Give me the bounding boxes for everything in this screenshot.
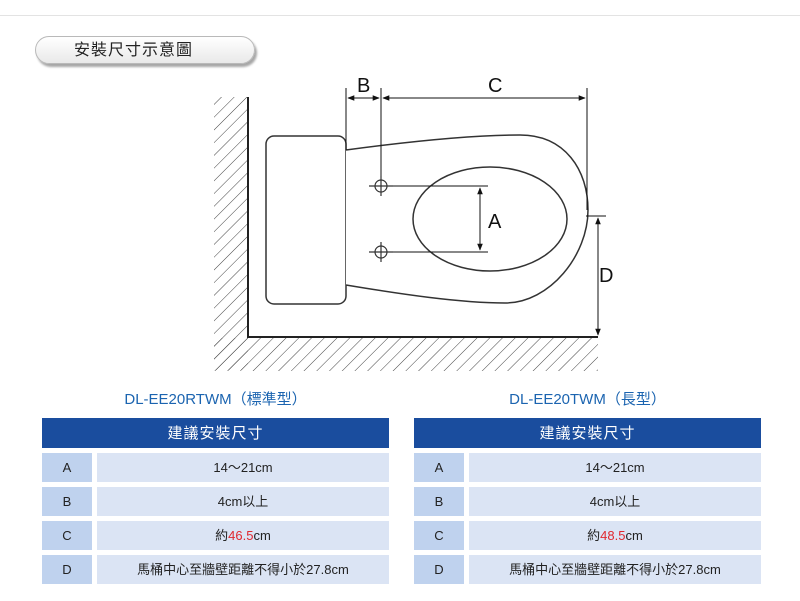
dimension-label-d: D [599,265,613,287]
dimension-label-c: C [488,75,502,97]
section-title: 安裝尺寸示意圖 [74,40,194,59]
row-value: 馬桶中心至牆壁距離不得小於27.8cm [469,555,761,584]
table-row: C 約46.5cm [42,521,389,550]
top-divider [0,15,800,16]
mounting-holes [369,176,393,262]
row-value: 約46.5cm [97,521,389,550]
dimension-lines [345,88,606,336]
value-highlight: 48.5 [600,528,626,543]
table-row: D 馬桶中心至牆壁距離不得小於27.8cm [414,555,761,584]
wall-hatching [214,97,598,371]
row-value: 14～21cm [97,453,389,482]
table-row: B 4cm以上 [42,487,389,516]
toilet-tank [265,135,347,305]
spec-table-long: 建議安裝尺寸 A 14～21cm B 4cm以上 C 約48.5cm D 馬桶中… [414,418,761,584]
table-row: D 馬桶中心至牆壁距離不得小於27.8cm [42,555,389,584]
model-title-standard: DL-EE20RTWM（標準型） [124,391,307,408]
table-row: A 14～21cm [414,453,761,482]
row-key: A [42,453,92,482]
section-title-badge: 安裝尺寸示意圖 [35,36,255,64]
row-key: B [42,487,92,516]
value-unit: cm [253,528,271,543]
dimension-label-b: B [357,75,370,97]
spec-table-standard: 建議安裝尺寸 A 14～21cm B 4cm以上 C 約46.5cm D 馬桶中… [42,418,389,584]
row-key: D [414,555,464,584]
value-prefix: 約 [587,528,601,543]
row-value: 4cm以上 [97,487,389,516]
row-value: 4cm以上 [469,487,761,516]
dimension-label-a: A [488,211,502,233]
row-key: C [414,521,464,550]
value-unit: cm [625,528,643,543]
value-prefix: 約 [215,528,229,543]
model-title-long: DL-EE20TWM（長型） [509,391,666,408]
row-key: D [42,555,92,584]
table-header: 建議安裝尺寸 [42,418,389,448]
table-row: B 4cm以上 [414,487,761,516]
row-key: B [414,487,464,516]
table-header: 建議安裝尺寸 [414,418,761,448]
row-key: A [414,453,464,482]
row-key: C [42,521,92,550]
bowl-opening [412,166,568,272]
row-value: 約48.5cm [469,521,761,550]
value-highlight: 46.5 [228,528,254,543]
installation-diagram: B C A D [214,75,613,371]
row-value: 馬桶中心至牆壁距離不得小於27.8cm [97,555,389,584]
table-row: C 約48.5cm [414,521,761,550]
table-row: A 14～21cm [42,453,389,482]
row-value: 14～21cm [469,453,761,482]
